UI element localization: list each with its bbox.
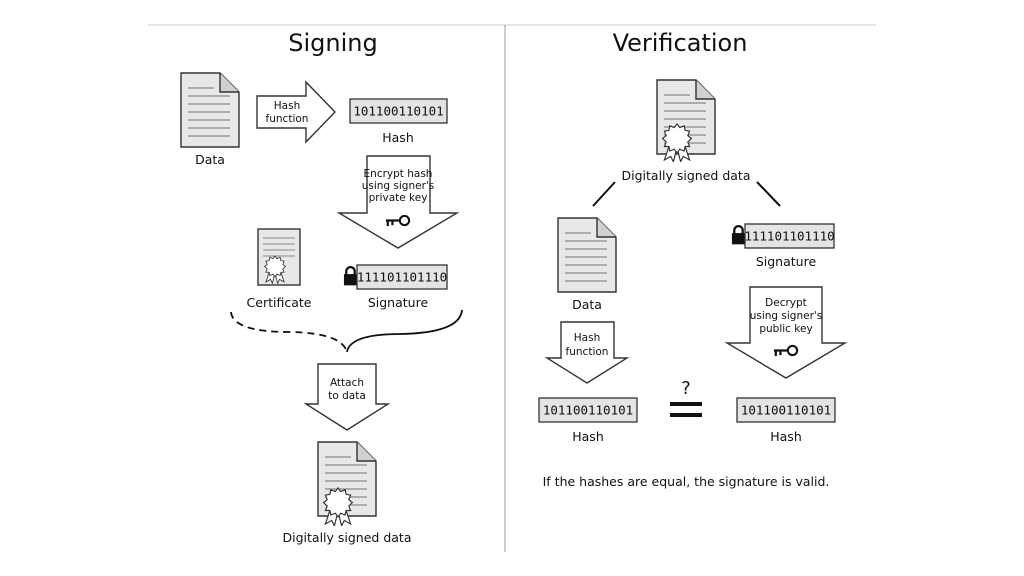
signing-title: Signing [288, 29, 377, 57]
right-hash-box [736, 397, 836, 423]
right-hash-value: 101100110101 [741, 403, 831, 418]
hash-label: Hash [382, 130, 414, 145]
data-document-icon [180, 72, 240, 148]
verification-panel: Verification Digitally signed data Data … [538, 29, 848, 489]
signature-lock-icon [343, 265, 358, 286]
encrypt-line-3: private key [369, 192, 428, 204]
verify-signature-box [744, 223, 835, 249]
brace-dashed [230, 311, 348, 353]
brace-solid [346, 309, 463, 353]
data-label: Data [195, 152, 225, 167]
attach-line-2: to data [328, 390, 366, 402]
verify-signature-value: 111101101110 [744, 229, 834, 244]
decrypt-line-1: Decrypt [765, 297, 807, 309]
attach-line-1: Attach [330, 377, 364, 389]
decrypt-line-2: using signer's [750, 310, 823, 322]
hash-function-line-2: function [266, 113, 309, 125]
verify-hash-function-line-1: Hash [574, 332, 600, 344]
hash-function-line-1: Hash [274, 100, 300, 112]
equals-bar-top [670, 402, 702, 406]
decrypt-arrow [724, 286, 848, 379]
verify-hash-function-line-2: function [566, 346, 609, 358]
verify-data-label: Data [572, 297, 602, 312]
hash-function-arrow [256, 80, 336, 144]
certificate-icon [257, 228, 301, 286]
verify-hash-function-arrow [544, 321, 630, 384]
verification-title: Verification [613, 29, 748, 57]
signing-panel: Signing Data Hash function 101100110101 … [180, 29, 463, 545]
validity-note: If the hashes are equal, the signature i… [543, 474, 830, 489]
verify-signature-lock-icon [731, 224, 746, 245]
verify-signed-data-label: Digitally signed data [622, 168, 751, 183]
equals-bar-bottom [670, 413, 702, 417]
question-mark: ? [681, 378, 691, 399]
encrypt-line-2: using signer's [362, 180, 435, 192]
right-hash-label: Hash [770, 429, 802, 444]
split-line-left [592, 181, 616, 207]
attach-arrow [303, 363, 391, 431]
encrypt-line-1: Encrypt hash [364, 168, 433, 180]
split-line-right [756, 181, 781, 207]
decrypt-line-3: public key [759, 323, 812, 335]
verify-data-document-icon [557, 217, 617, 293]
left-hash-box [538, 397, 638, 423]
encrypt-arrow [336, 155, 460, 249]
left-hash-label: Hash [572, 429, 604, 444]
verify-signature-label: Signature [756, 254, 817, 269]
certificate-label: Certificate [247, 295, 312, 310]
hash-value: 101100110101 [353, 104, 443, 119]
left-hash-value: 101100110101 [543, 403, 633, 418]
signature-label: Signature [368, 295, 429, 310]
signature-box [356, 264, 448, 290]
signature-value: 111101101110 [357, 270, 447, 285]
signed-data-label: Digitally signed data [283, 530, 412, 545]
hash-box [349, 98, 448, 124]
